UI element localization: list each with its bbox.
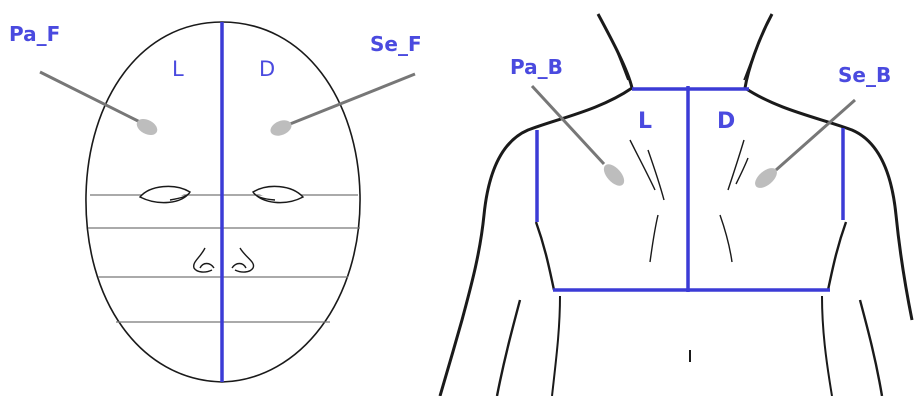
swab-pa-b	[532, 86, 628, 189]
left-arm-inner	[497, 222, 554, 396]
swab-label-se-f: Se_F	[370, 32, 422, 56]
back-panel: L D Pa_B Se_B	[440, 14, 912, 396]
back-outline-right	[745, 14, 912, 320]
swab-tip	[134, 116, 160, 139]
face-panel: L D Pa_F Se_F	[9, 22, 422, 382]
neck-detail	[612, 40, 760, 80]
right-arm-inner	[828, 222, 882, 396]
swab-pa-f	[40, 72, 160, 138]
swab-label-pa-b: Pa_B	[510, 55, 563, 79]
swab-label-pa-f: Pa_F	[9, 22, 60, 46]
left-eye	[140, 186, 190, 202]
swab-stick	[290, 74, 415, 124]
swab-tip	[268, 117, 294, 138]
swab-tip	[600, 161, 628, 190]
swab-stick	[40, 72, 140, 122]
back-label-right: D	[717, 109, 735, 134]
face-label-right: D	[259, 57, 275, 81]
lower-torso	[552, 296, 832, 396]
swab-label-se-b: Se_B	[838, 63, 891, 87]
right-eye	[253, 186, 303, 202]
face-label-left: L	[172, 57, 184, 81]
back-sampling-region	[537, 86, 843, 292]
back-label-left: L	[638, 109, 652, 134]
